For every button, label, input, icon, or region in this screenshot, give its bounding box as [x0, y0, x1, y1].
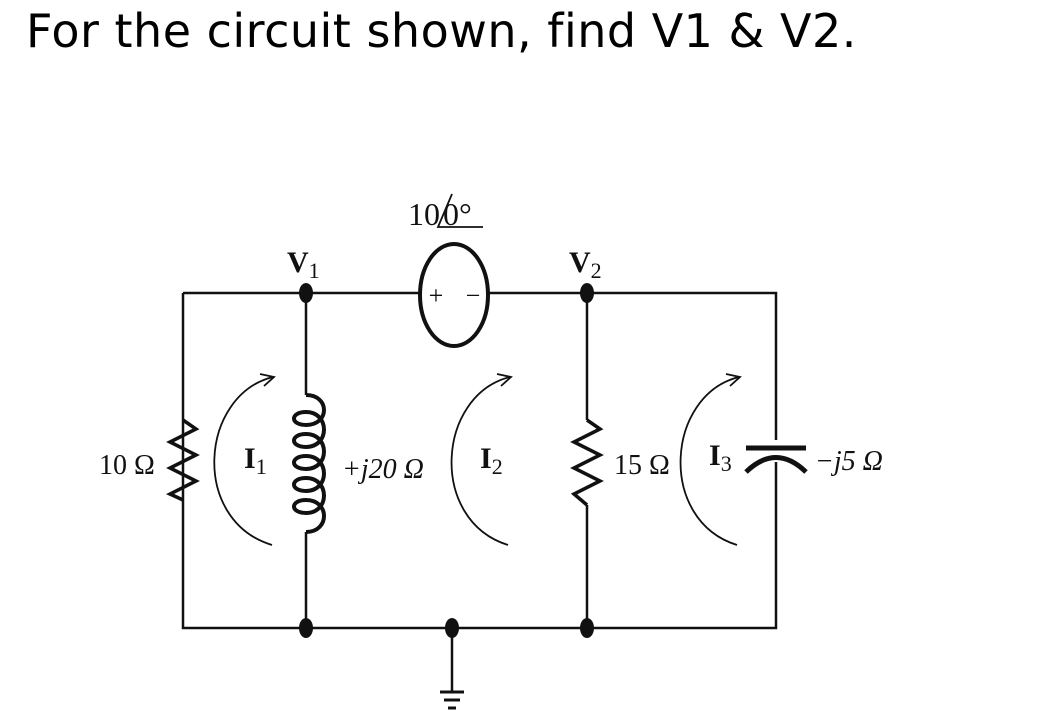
mesh-arrow-2-icon — [450, 376, 511, 546]
inductor-label: +j20 Ω — [342, 454, 424, 485]
question-title: For the circuit shown, find V1 & V2. — [26, 4, 857, 58]
ground-icon — [440, 690, 464, 710]
source-minus: − — [466, 281, 481, 310]
node-v1-dot — [299, 283, 313, 303]
arrowhead-icon — [725, 373, 742, 387]
resistor-15-icon — [570, 418, 604, 507]
mesh-current-i2: I2 — [480, 442, 503, 479]
voltage-source-icon — [418, 242, 490, 348]
node-dot — [580, 618, 594, 638]
mesh-current-i1: I1 — [244, 442, 267, 479]
mesh-arrows — [213, 373, 742, 546]
node-v2-label: V2 — [569, 246, 602, 283]
source-magnitude: 10 — [408, 196, 440, 232]
angle-symbol-icon — [436, 193, 483, 228]
capacitor-label: −j5 Ω — [815, 446, 883, 477]
inductor-icon — [292, 393, 326, 534]
r2-label: 15 Ω — [614, 450, 670, 481]
nodes — [299, 283, 594, 638]
mesh-current-i3: I3 — [709, 439, 732, 476]
wires — [181, 291, 778, 692]
node-v1-label: V1 — [287, 246, 320, 283]
mesh-arrow-1-icon — [213, 376, 274, 546]
arrowhead-icon — [259, 373, 276, 387]
r1-label: 10 Ω — [99, 450, 155, 481]
node-dot — [299, 618, 313, 638]
node-dot — [445, 618, 459, 638]
source-plus: + — [429, 281, 444, 310]
arrowhead-icon — [496, 373, 513, 387]
mesh-arrow-3-icon — [679, 376, 740, 546]
capacitor-curved-plate-icon — [744, 455, 808, 474]
source-angle: 0° — [443, 196, 472, 232]
node-v2-dot — [580, 283, 594, 303]
resistor-10-icon — [165, 418, 200, 502]
